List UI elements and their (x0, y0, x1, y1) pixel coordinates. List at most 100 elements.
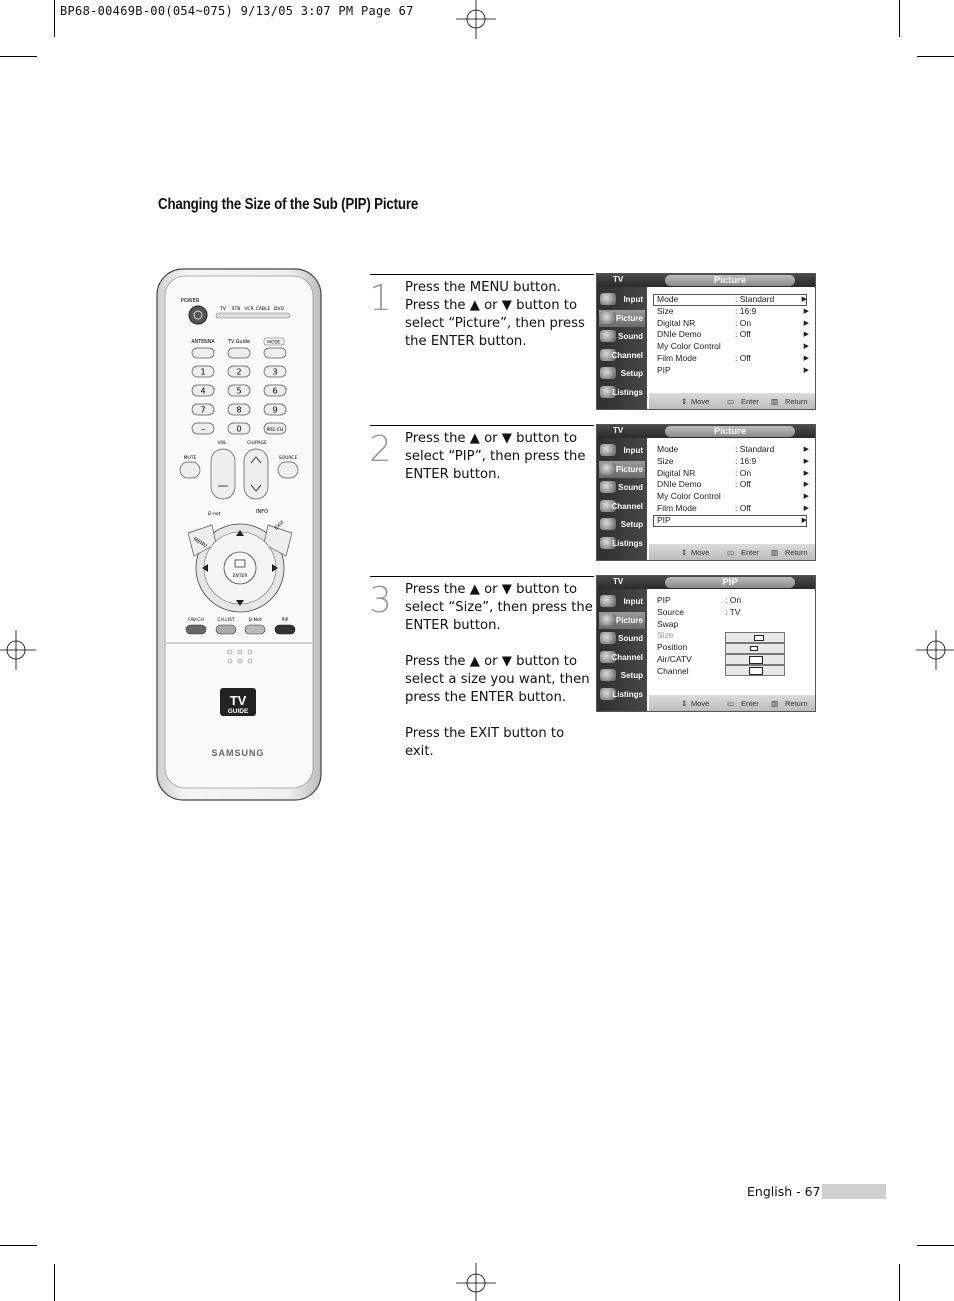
sidebar-item-picture[interactable]: Picture (599, 611, 645, 629)
menu-row-source[interactable]: Source: TV (657, 606, 741, 617)
digit-label: PRE-CH (267, 427, 284, 433)
footer-move: Move (691, 397, 710, 406)
sidebar-item-channel[interactable]: Channel (599, 498, 645, 515)
sidebar-item-setup[interactable]: Setup (599, 667, 645, 684)
digit-label: 8 (236, 406, 241, 415)
menu-row-size[interactable]: Size: 16:9▶ (657, 305, 809, 316)
menu-row-dnie-demo[interactable]: DNIe Demo: Off▶ (657, 479, 809, 490)
menu-row-mode[interactable]: Mode: Standard▶ (657, 444, 809, 454)
remote-label: TV (219, 306, 227, 312)
arrow-right-icon: ▶ (803, 481, 809, 489)
crop-mark (54, 0, 55, 37)
remote-label: D-Net (249, 617, 262, 623)
menu-row-digital-nr[interactable]: Digital NR: On▶ (657, 467, 809, 478)
menu-row-dnie-demo[interactable]: DNIe Demo: Off▶ (657, 329, 809, 340)
sidebar-item-channel[interactable]: Channel (599, 649, 645, 666)
channel-icon (600, 499, 616, 512)
remote-label: ANTENNA (191, 339, 215, 345)
arrow-right-icon: ▶ (801, 296, 807, 303)
menu-row-pip[interactable]: PIP▶ (657, 364, 809, 375)
registration-mark (456, 1263, 496, 1301)
menu-row-film-mode[interactable]: Film Mode: Off▶ (657, 352, 809, 363)
menu-row-my-color-control[interactable]: My Color Control▶ (657, 341, 809, 352)
menu-row-my-color-control[interactable]: My Color Control▶ (657, 491, 809, 502)
step-number: 1 (369, 278, 392, 319)
sidebar-item-setup[interactable]: Setup (599, 365, 645, 382)
sound-icon (600, 632, 616, 644)
step-paragraph: Press the ▲ or ▼ button to select a size… (405, 654, 590, 705)
remote-label: INFO (256, 509, 268, 515)
osd-menu-list: PIP: On Source: TV Swap Size Position Ai… (649, 595, 813, 678)
digit-label: 4 (200, 387, 205, 396)
step-number: 3 (369, 580, 392, 621)
sidebar-item-listings[interactable]: Listings (599, 535, 645, 552)
digit-label: – (201, 425, 205, 434)
osd-screen-1: TV Picture Input Picture Sound Channel S… (596, 273, 816, 410)
return-icon: ▥ (771, 699, 779, 708)
menu-row-position[interactable]: Position (657, 642, 688, 653)
footer-return: Return (785, 397, 808, 406)
crop-mark (917, 56, 954, 57)
menu-row-size[interactable]: Size (657, 630, 674, 641)
menu-row-size[interactable]: Size: 16:9▶ (657, 455, 809, 466)
picture-icon (600, 311, 616, 324)
picture-icon (600, 613, 616, 626)
remote-label: VOL (217, 440, 227, 446)
menu-row-pip[interactable]: PIP: On (657, 595, 742, 605)
size-option-double[interactable] (725, 654, 785, 665)
sidebar-item-picture[interactable]: Picture (599, 460, 645, 478)
sidebar-item-input[interactable]: Input (599, 291, 645, 308)
size-option-double-split[interactable] (725, 665, 785, 676)
sidebar-item-input[interactable]: Input (599, 442, 645, 459)
sidebar-item-sound[interactable]: Sound (599, 328, 645, 345)
tv-guide-icon (600, 536, 616, 549)
step-1: 1 Press the MENU button. Press the ▲ or … (369, 274, 594, 424)
tv-guide-logo (220, 688, 256, 716)
digit-label: 1 (200, 368, 205, 377)
return-icon: ▥ (771, 548, 779, 557)
sidebar-item-sound[interactable]: Sound (599, 479, 645, 496)
remote-label: D-net (208, 511, 221, 517)
sidebar-item-listings[interactable]: Listings (599, 686, 645, 703)
sidebar-item-listings[interactable]: Listings (599, 384, 645, 401)
folio-bar (822, 1184, 886, 1199)
osd-footer: ⇕Move ▭Enter ▥Return (649, 544, 815, 560)
move-icon: ⇕ (681, 548, 688, 557)
digit-label: 6 (272, 387, 277, 396)
menu-row-swap[interactable]: Swap (657, 618, 679, 629)
sidebar-item-setup[interactable]: Setup (599, 516, 645, 533)
remote-label: CH.LIST (217, 617, 235, 623)
menu-row-digital-nr[interactable]: Digital NR: On▶ (657, 317, 809, 328)
enter-icon: ▭ (727, 548, 735, 557)
menu-row-channel[interactable]: Channel (657, 665, 689, 676)
digit-label: 7 (200, 406, 205, 415)
menu-row-air-catv[interactable]: Air/CATV (657, 653, 692, 664)
setup-icon (600, 367, 616, 379)
sidebar-item-sound[interactable]: Sound (599, 630, 645, 647)
channel-icon (600, 348, 616, 361)
sidebar-item-picture[interactable]: Picture (599, 309, 645, 327)
tv-guide-icon (600, 385, 616, 398)
menu-row-film-mode[interactable]: Film Mode: Off▶ (657, 502, 809, 513)
menu-row-pip[interactable]: PIP▶ (653, 514, 807, 527)
arrow-right-icon: ▶ (803, 343, 809, 351)
osd-menu-list: Mode: Standard▶ Size: 16:9▶ Digital NR: … (649, 294, 813, 377)
arrow-right-icon: ▶ (803, 504, 809, 512)
size-option-small[interactable] (725, 643, 785, 654)
sidebar-item-channel[interactable]: Channel (599, 347, 645, 364)
picture-icon (600, 462, 616, 475)
input-icon (600, 595, 616, 607)
arrow-right-icon: ▶ (803, 319, 809, 327)
size-option-large[interactable] (725, 632, 785, 643)
remote-label: ENTER (233, 573, 248, 579)
osd-screen-2: TV Picture Input Picture Sound Channel S… (596, 424, 816, 561)
menu-row-mode[interactable]: Mode: Standard▶ (653, 294, 807, 306)
sidebar-item-input[interactable]: Input (599, 593, 645, 610)
enter-icon: ▭ (727, 397, 735, 406)
crop-mark (899, 1264, 900, 1301)
arrow-right-icon: ▶ (803, 469, 809, 477)
setup-icon (600, 518, 616, 530)
remote-label: CABLE (256, 306, 271, 312)
osd-tv-label: TV (613, 426, 624, 435)
osd-sidebar: Input Picture Sound Channel Setup Listin… (597, 438, 647, 560)
